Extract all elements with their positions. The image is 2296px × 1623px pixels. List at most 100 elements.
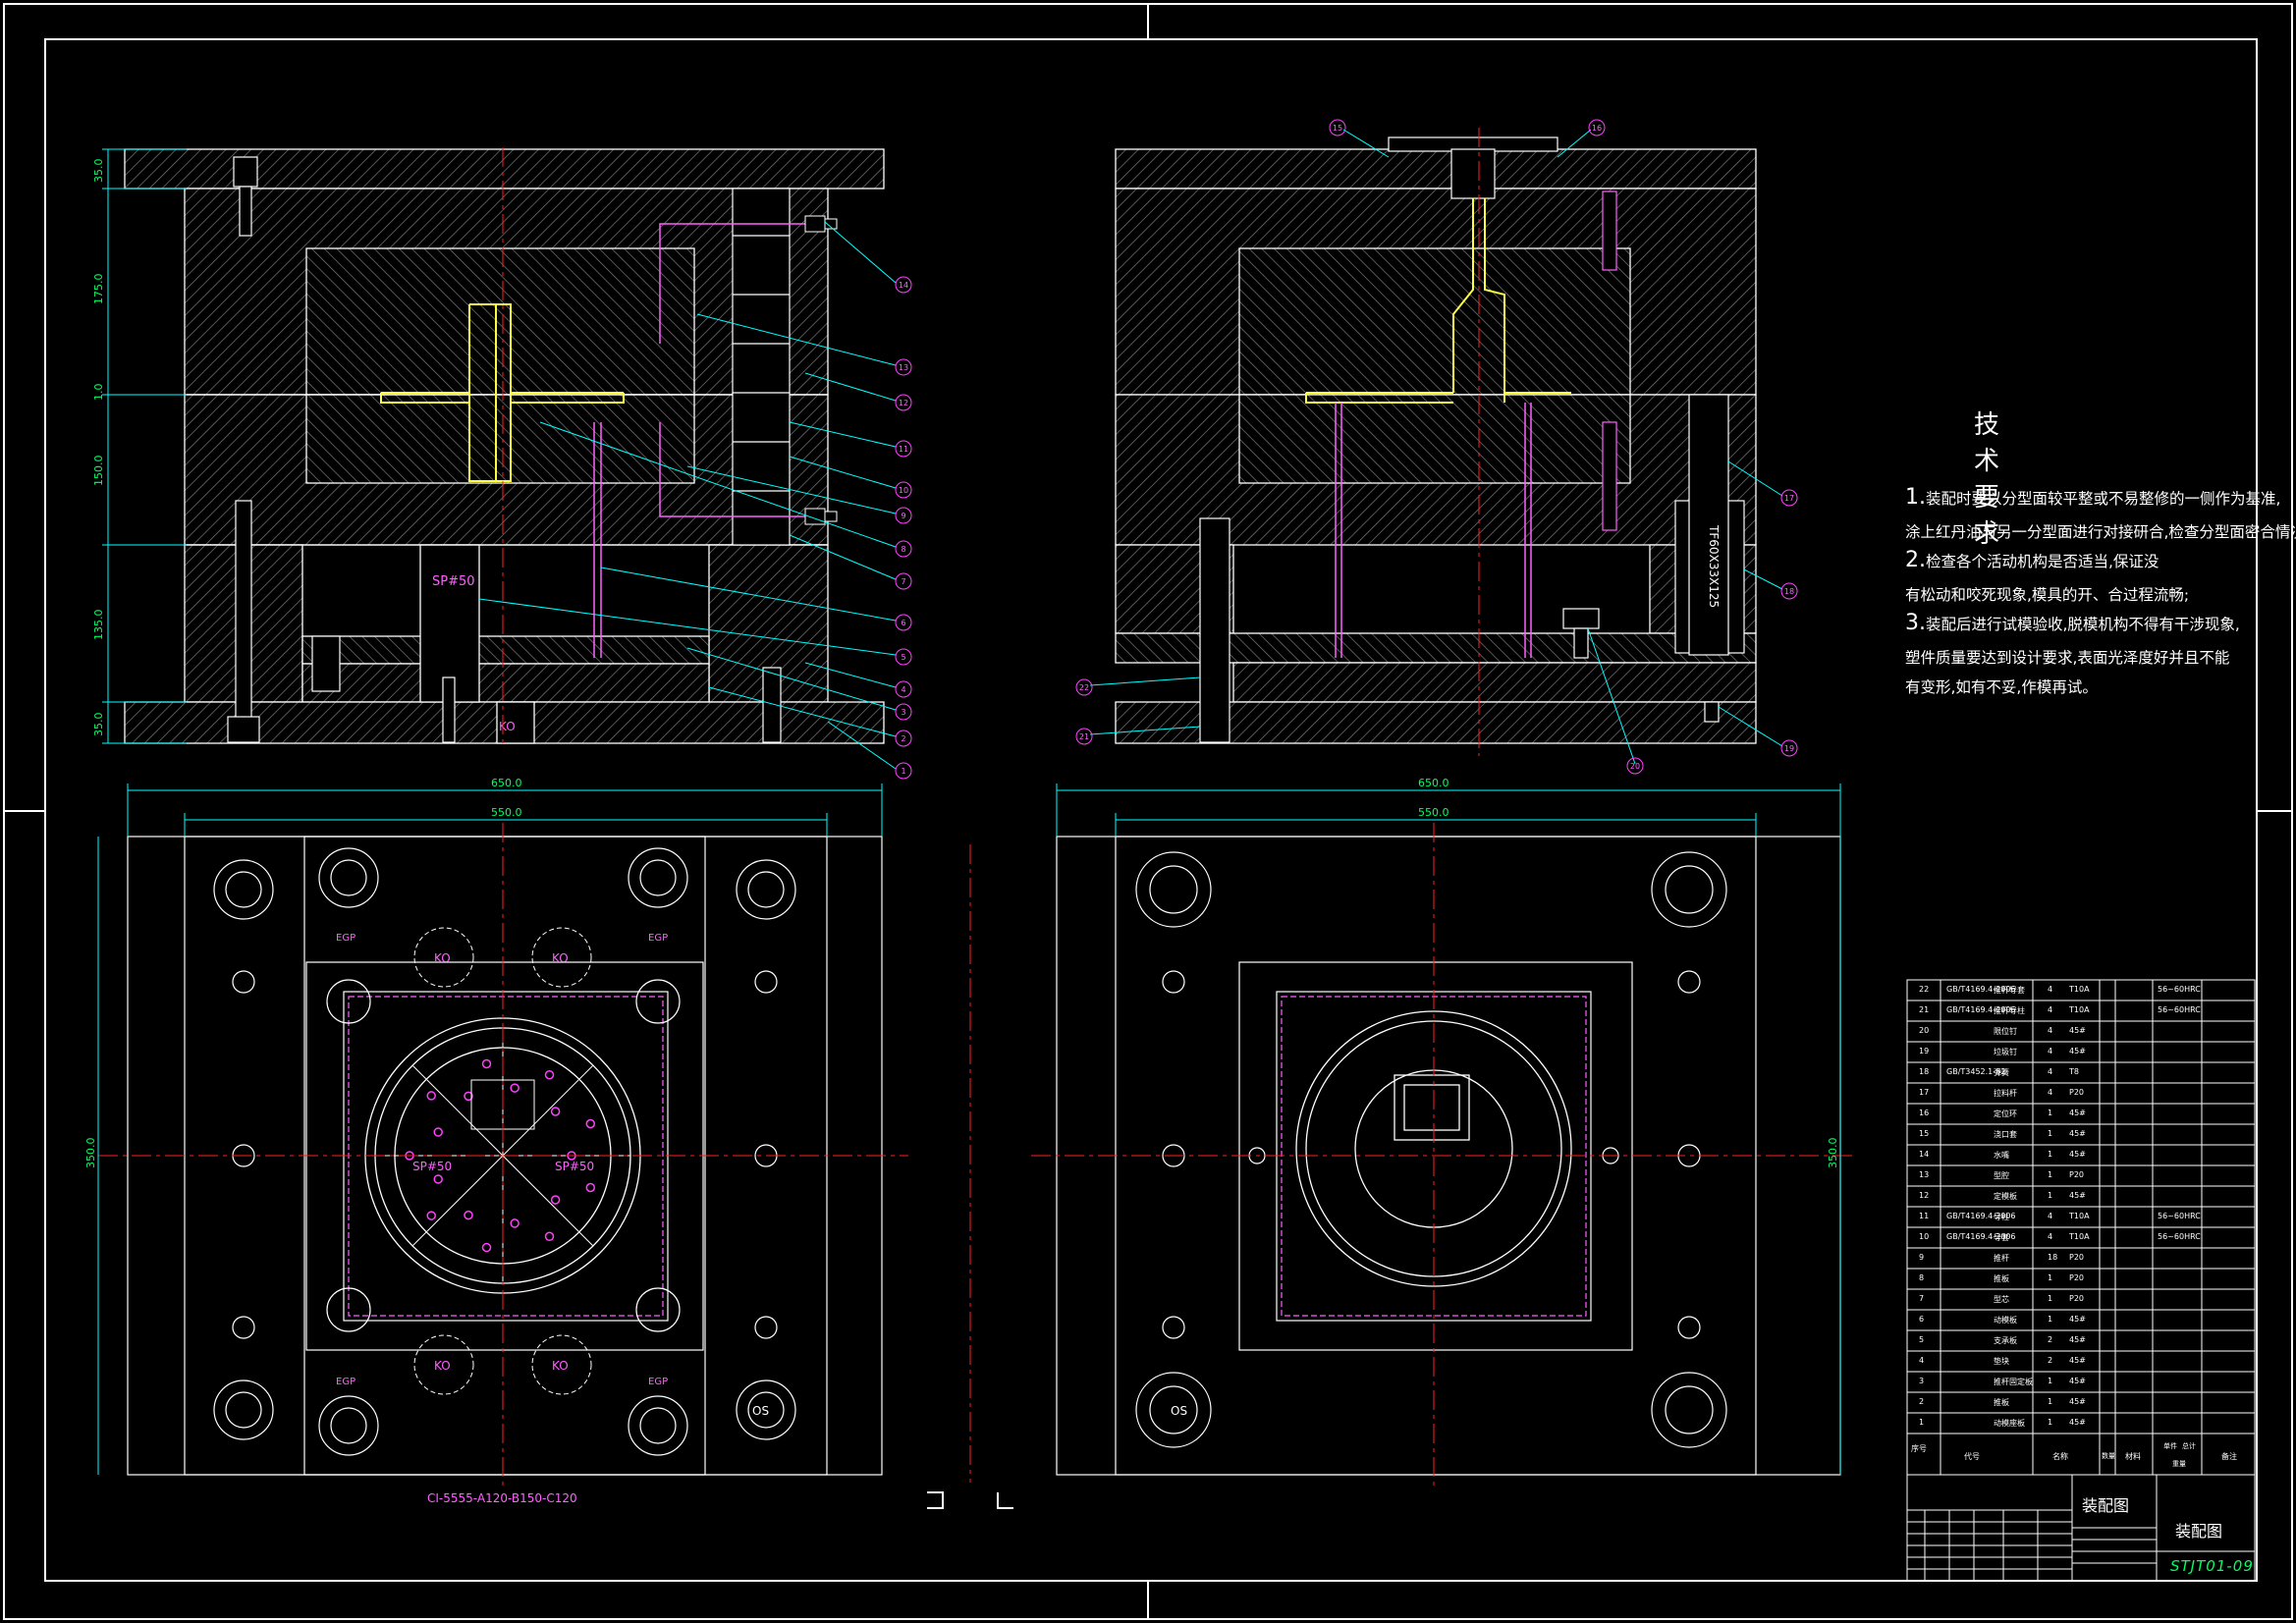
bom-cell-mat: P20 — [2069, 1253, 2085, 1262]
balloon-22: 22 — [1079, 683, 1089, 692]
egp-label-3: EGP — [336, 1377, 355, 1387]
bom-header-mat: 材料 — [2125, 1452, 2141, 1461]
bom-cell-code: GB/T3452.1-82 — [1946, 1067, 2006, 1076]
bom-header-unit: 单件 — [2163, 1442, 2177, 1450]
ejector-pin-mark — [550, 1107, 561, 1116]
bom-cell-qty: 2 — [2048, 1356, 2053, 1365]
bom-cell-mat: P20 — [2069, 1294, 2085, 1303]
bom-cell-qty: 2 — [2048, 1335, 2053, 1344]
bom-cell-mat: T10A — [2069, 985, 2090, 994]
bom-cell-mat: 45# — [2069, 1418, 2086, 1427]
bom-cell-no: 4 — [1919, 1356, 1925, 1365]
bom-cell-name: 支承板 — [1994, 1336, 2017, 1345]
ejector-pin-mark — [464, 1091, 473, 1102]
tech-line-6: 塑件质量要达到设计要求,表面光泽度好并且不能 — [1905, 649, 2230, 667]
bom-cell-name: 推杆导套 — [1994, 986, 2025, 995]
balloon-17: 17 — [1784, 494, 1794, 503]
bom-cell-no: 20 — [1919, 1026, 1930, 1035]
egp-label-4: EGP — [648, 1377, 668, 1387]
bom-cell-mat: T10A — [2069, 1005, 2090, 1014]
drawing-number: STJT01-09 — [2170, 1557, 2254, 1575]
egp-label-2: EGP — [648, 933, 668, 944]
bom-cell-qty: 1 — [2048, 1170, 2053, 1179]
bom-cell-no: 3 — [1919, 1377, 1925, 1385]
drawing-name-right: 装配图 — [2175, 1522, 2223, 1541]
tech-line-5: 3.装配后进行试模验收,脱模机构不得有干涉现象, — [1905, 611, 2240, 635]
balloon-12: 12 — [899, 399, 908, 407]
balloon-7: 7 — [901, 577, 905, 586]
drawing-name: 装配图 — [2082, 1496, 2130, 1515]
bom-cell-qty: 4 — [2048, 1212, 2053, 1220]
bom-cell-qty: 1 — [2048, 1191, 2053, 1200]
dim-gap: 1.0 — [92, 384, 105, 402]
bom-cell-qty: 4 — [2048, 1088, 2053, 1097]
bom-cell-no: 6 — [1919, 1315, 1925, 1324]
bom-cell-qty: 1 — [2048, 1418, 2053, 1427]
balloon-18: 18 — [1784, 587, 1794, 596]
ejector-pin-mark — [433, 1174, 443, 1184]
title-block — [1906, 1474, 2256, 1582]
bom-cell-mat: T8 — [2069, 1067, 2079, 1076]
balloon-3: 3 — [901, 708, 905, 717]
bom-cell-no: 5 — [1919, 1335, 1925, 1344]
bom-cell-no: 2 — [1919, 1397, 1925, 1406]
tech-line-1: 1.装配时要以分型面较平整或不易整修的一侧作为基准, — [1905, 485, 2281, 510]
bom-cell-qty: 1 — [2048, 1109, 2053, 1117]
dim-width-inner-left: 550.0 — [491, 806, 522, 819]
bom-cell-no: 10 — [1919, 1232, 1930, 1241]
bom-cell-qty: 1 — [2048, 1397, 2053, 1406]
balloon-19: 19 — [1784, 744, 1794, 753]
bom-cell-note: 56~60HRC — [2158, 985, 2201, 994]
bom-cell-code: GB/T4169.4-2006 — [1946, 1232, 2016, 1241]
balloon-9: 9 — [901, 512, 905, 520]
plan-view-left: KO KO KO KO SP#50 SP#50 EGP EGP EGP EGP … — [84, 777, 908, 1505]
ejector-pin-mark — [426, 1211, 436, 1220]
bom-cell-mat: P20 — [2069, 1273, 2085, 1282]
bom-header-no: 序号 — [1911, 1444, 1927, 1453]
dim-height-left: 350.0 — [84, 1138, 97, 1169]
tech-line-7: 有变形,如有不妥,作模再试。 — [1905, 678, 2098, 696]
bom-cell-qty: 4 — [2048, 1047, 2053, 1055]
bom-cell-code: GB/T4169.4-2006 — [1946, 1005, 2016, 1014]
bom-cell-name: 浇口套 — [1994, 1130, 2017, 1139]
sprue-label: SP#50 — [432, 574, 475, 589]
bom-cell-mat: 45# — [2069, 1315, 2086, 1324]
bom-header-code: 代号 — [1964, 1452, 1980, 1461]
bom-cell-mat: 45# — [2069, 1026, 2086, 1035]
ko-label-3: KO — [434, 1359, 451, 1373]
os-label-left: OS — [752, 1404, 769, 1418]
section-arrows — [927, 1491, 1013, 1509]
balloon-20: 20 — [1630, 762, 1640, 771]
ejector-pin-mark — [464, 1210, 473, 1220]
bom-cell-qty: 1 — [2048, 1129, 2053, 1138]
ko-label-4: KO — [552, 1359, 569, 1373]
bom-cell-no: 16 — [1919, 1109, 1930, 1117]
bom-header-qty: 数量 — [2102, 1452, 2115, 1460]
dim-a-plate: 175.0 — [92, 274, 105, 305]
bom-cell-no: 12 — [1919, 1191, 1930, 1200]
bom-cell-qty: 4 — [2048, 1232, 2053, 1241]
balloon-13: 13 — [899, 363, 908, 372]
os-label-right: OS — [1171, 1404, 1187, 1418]
bom-cell-no: 17 — [1919, 1088, 1930, 1097]
sheet-border — [3, 3, 2293, 1620]
bom-cell-no: 19 — [1919, 1047, 1930, 1055]
bom-cell-name: 动模座板 — [1994, 1419, 2025, 1428]
bom-cell-qty: 18 — [2048, 1253, 2058, 1262]
bom-cell-name: 动模板 — [1994, 1316, 2017, 1325]
spring-label: TF60X33X125 — [1707, 524, 1721, 608]
bom-cell-name: 导柱 — [1994, 1213, 2009, 1221]
bom-cell-qty: 1 — [2048, 1315, 2053, 1324]
bom-cell-name: 垃圾钉 — [1994, 1048, 2017, 1056]
bom-cell-mat: P20 — [2069, 1170, 2085, 1179]
